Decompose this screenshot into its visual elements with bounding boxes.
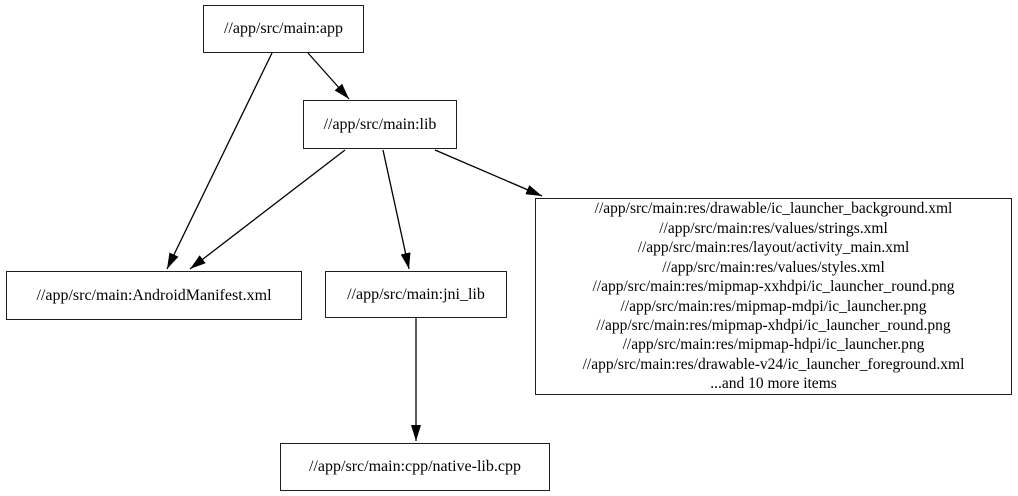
res-group-more-items: ...and 10 more items <box>710 375 837 393</box>
edge-app-to-androidmanifest <box>166 52 273 270</box>
node-android-manifest-label: //app/src/main:AndroidManifest.xml <box>36 286 272 304</box>
node-lib-label: //app/src/main:lib <box>323 115 437 133</box>
edge-lib-to-jnilib <box>382 149 411 270</box>
node-native-lib-cpp: //app/src/main:cpp/native-lib.cpp <box>280 443 550 491</box>
node-jni-lib: //app/src/main:jni_lib <box>325 271 507 318</box>
res-group-line: //app/src/main:res/values/styles.xml <box>662 258 885 276</box>
edge-lib-to-androidmanifest <box>189 149 346 270</box>
node-android-manifest: //app/src/main:AndroidManifest.xml <box>6 271 302 320</box>
node-native-lib-cpp-label: //app/src/main:cpp/native-lib.cpp <box>309 458 521 475</box>
node-lib: //app/src/main:lib <box>303 100 457 149</box>
res-group-line: //app/src/main:res/drawable/ic_launcher_… <box>594 200 953 218</box>
edge-app-to-lib <box>307 52 350 100</box>
res-group-line: //app/src/main:res/drawable-v24/ic_launc… <box>582 355 965 373</box>
res-group-line: //app/src/main:res/values/strings.xml <box>659 219 888 237</box>
res-group-line: //app/src/main:res/mipmap-hdpi/ic_launch… <box>622 336 925 354</box>
edge-lib-to-resgroup <box>434 149 543 197</box>
node-jni-lib-label: //app/src/main:jni_lib <box>347 285 485 303</box>
node-app-label: //app/src/main:app <box>223 20 344 37</box>
res-group-line: //app/src/main:res/mipmap-xhdpi/ic_launc… <box>596 316 951 334</box>
node-app: //app/src/main:app <box>203 5 364 53</box>
res-group-line: //app/src/main:res/mipmap-xxhdpi/ic_laun… <box>592 278 955 296</box>
node-res-group: //app/src/main:res/drawable/ic_launcher_… <box>535 198 1012 395</box>
res-group-line: //app/src/main:res/layout/activity_main.… <box>637 239 910 257</box>
res-group-line: //app/src/main:res/mipmap-mdpi/ic_launch… <box>620 297 927 315</box>
